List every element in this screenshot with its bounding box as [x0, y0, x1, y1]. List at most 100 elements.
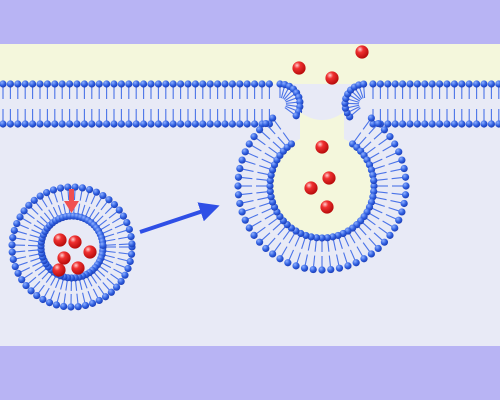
lipid-head: [0, 80, 7, 88]
cargo-molecule: [322, 171, 336, 185]
lipid-head: [370, 176, 378, 185]
cargo-molecule: [304, 181, 318, 195]
vesicle-lumen: [270, 134, 374, 238]
lipid-head: [228, 120, 236, 128]
lipid-head: [380, 126, 389, 134]
lipid-head: [30, 196, 38, 204]
lipid-head: [117, 120, 125, 128]
lipid-head: [236, 199, 244, 208]
lipid-head: [450, 120, 458, 128]
lipid-head: [147, 80, 155, 88]
lipid-head: [18, 276, 26, 284]
lipid-head: [236, 164, 244, 173]
cargo-molecule: [292, 61, 306, 75]
lipid-head: [413, 80, 421, 88]
lipid-head: [251, 120, 259, 128]
lipid-head: [20, 207, 28, 215]
lipid-head: [27, 287, 35, 295]
lipid-head: [28, 80, 37, 88]
lipid-head: [36, 192, 44, 200]
lipid-head: [125, 225, 133, 234]
lipid-head: [450, 80, 458, 88]
lipid-head: [25, 201, 33, 209]
lipid-head: [74, 303, 82, 311]
cargo-molecule: [315, 140, 329, 154]
lipid-head: [428, 80, 436, 88]
lipid-head: [184, 80, 192, 88]
cargo-molecule: [355, 45, 369, 59]
lipid-head: [33, 291, 41, 300]
lipid-head: [267, 193, 275, 201]
lipid-head: [292, 262, 300, 270]
lipid-head: [384, 80, 392, 88]
lipid-head: [95, 120, 103, 128]
lipid-head: [36, 80, 44, 88]
lipid-head: [398, 208, 406, 216]
lipid-head: [132, 120, 140, 128]
lipid-head: [473, 120, 481, 128]
lipid-head: [480, 80, 488, 88]
lipid-head: [177, 80, 185, 88]
lipid-head: [9, 234, 17, 242]
lipid-head: [43, 120, 52, 128]
lipid-head: [266, 182, 274, 190]
lipid-head: [395, 148, 403, 156]
lipid-head: [71, 183, 79, 191]
lipid-head: [81, 301, 90, 310]
lipid-head: [14, 80, 22, 88]
cargo-molecule: [57, 251, 71, 265]
lipid-head: [266, 187, 274, 196]
lipid-head: [73, 120, 81, 128]
lipid-head: [214, 120, 222, 128]
lipid-head: [386, 231, 394, 239]
lipid-head: [234, 182, 242, 190]
lipid-head: [473, 80, 481, 88]
lipid-head: [236, 80, 244, 88]
lipid-head: [125, 120, 133, 128]
lipid-head: [421, 80, 429, 88]
lipid-head: [269, 250, 277, 258]
lipid-head: [162, 80, 170, 88]
cargo-molecule: [320, 200, 334, 214]
lipid-head: [327, 265, 335, 274]
lipid-head: [243, 120, 251, 128]
lipid-head: [43, 189, 51, 197]
lipid-head: [92, 188, 101, 196]
lipid-head: [391, 224, 399, 232]
lipid-head: [250, 133, 258, 141]
lipid-head: [121, 271, 129, 279]
lipid-head: [28, 120, 37, 128]
lipid-head: [66, 120, 74, 128]
lipid-head: [154, 120, 162, 128]
lipid-head: [39, 295, 47, 304]
transition-arrow: [139, 202, 220, 234]
lipid-head: [101, 293, 110, 301]
lipid-head: [234, 191, 243, 199]
lipid-head: [458, 80, 466, 88]
lipid-head: [380, 238, 389, 246]
lipid-head: [140, 120, 148, 128]
lipid-head: [360, 255, 368, 263]
cargo-molecule: [71, 261, 85, 275]
released-molecules: [52, 45, 369, 277]
lipid-head: [115, 206, 123, 214]
top-frame-band: [0, 0, 500, 44]
lipid-head: [127, 250, 136, 258]
lipid-head: [401, 191, 410, 199]
lipid-head: [110, 120, 118, 128]
lipid-head: [276, 255, 284, 263]
lipid-head: [266, 176, 274, 185]
plasma-membrane: [0, 80, 500, 128]
lipid-head: [147, 120, 155, 128]
lipid-head: [318, 266, 326, 274]
lipid-head: [43, 80, 52, 88]
cargo-molecule: [53, 233, 67, 247]
lipid-head: [374, 244, 382, 253]
lipid-head: [169, 120, 177, 128]
lipid-head: [80, 120, 88, 128]
lipid-head: [262, 119, 270, 128]
lipid-head: [369, 120, 377, 128]
lipid-head: [335, 264, 344, 272]
lipid-head: [360, 80, 368, 88]
